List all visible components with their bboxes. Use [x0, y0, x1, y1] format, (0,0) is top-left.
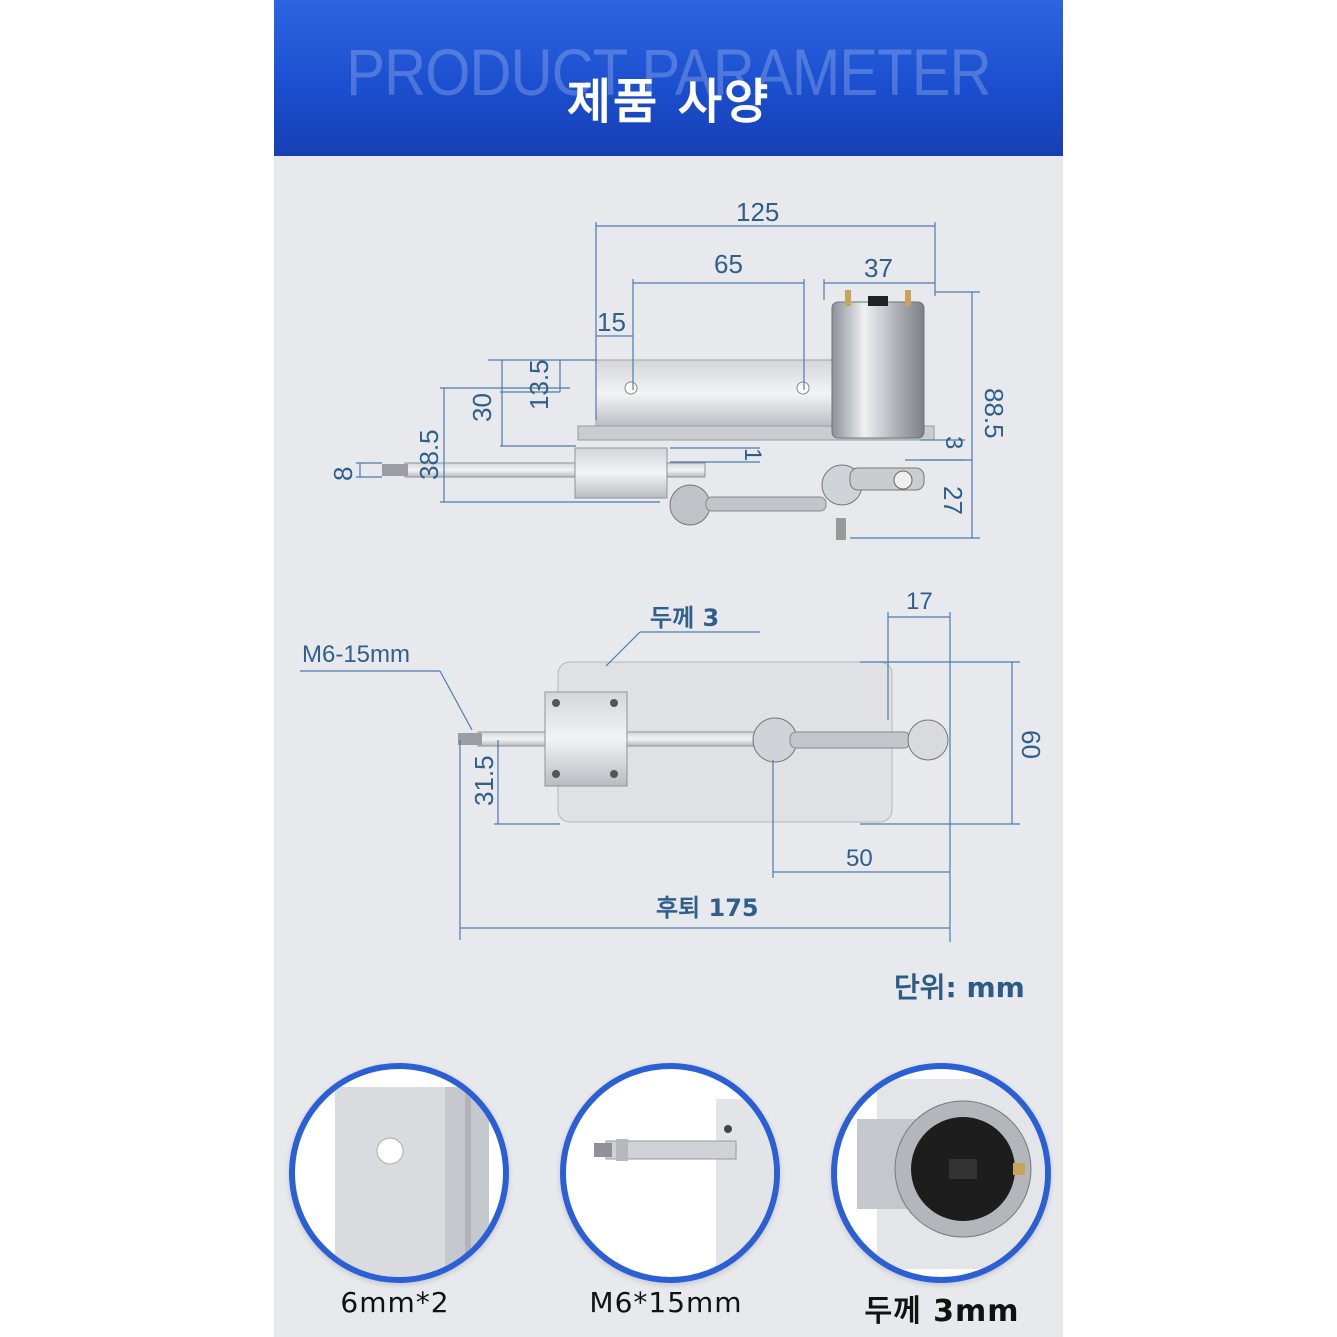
bracket-hole-icon	[376, 1137, 404, 1165]
top-view-drawing: 두께 3 M6-15mm 17 60 31.5 50 후퇴 175	[300, 588, 1046, 942]
crank-end-top	[907, 719, 949, 761]
dim-arm-50: 50	[846, 845, 873, 872]
dim-mid-length: 65	[714, 249, 743, 279]
dim-hole-height: 13.5	[524, 359, 554, 410]
top-dimension-lines	[300, 612, 1020, 942]
dim-stroke: 후퇴 175	[656, 894, 759, 922]
caption-hole: 6mm*2	[340, 1286, 450, 1319]
motor-terminal	[845, 290, 851, 306]
crank-arm	[849, 467, 925, 491]
dim-thickness: 두께 3	[650, 604, 719, 632]
dim-total-length: 125	[736, 197, 779, 227]
dim-bracket-height: 30	[467, 393, 497, 422]
rod-top	[477, 731, 801, 747]
detail-circle-rod	[560, 1063, 780, 1283]
dim-plate: 3	[940, 436, 967, 449]
banner-title: 제품 사양	[566, 74, 771, 130]
dim-rod-height: 38.5	[414, 429, 444, 480]
rod-thread-top	[458, 733, 482, 745]
motor-cap	[868, 296, 888, 306]
dimension-lines	[356, 222, 980, 539]
detail-circle-bracket	[289, 1063, 509, 1283]
dim-hole-offset: 15	[597, 307, 626, 337]
dim-offset-17: 17	[906, 588, 933, 615]
crank-pin	[836, 518, 846, 540]
caption-thread: M6*15mm	[589, 1286, 743, 1319]
motor-body	[831, 301, 925, 439]
crank-screw	[893, 470, 913, 490]
bracket-hole	[796, 381, 810, 395]
side-view-drawing: 125 65 37 15 13.5 30 38.5 8 1 3 88.5 27	[328, 197, 1009, 540]
product-spec-panel: PRODUCT PARAMETER 제품 사양	[274, 0, 1063, 1337]
dim-rod-diameter: 8	[328, 467, 358, 481]
dim-thread: M6-15mm	[302, 641, 410, 668]
rod-thread	[382, 464, 408, 476]
detail-circle-motor	[831, 1063, 1051, 1283]
header-banner: PRODUCT PARAMETER 제품 사양	[274, 0, 1063, 156]
caption-thickness: 두께 3mm	[864, 1294, 1020, 1329]
dim-width-60: 60	[1016, 730, 1046, 759]
dim-arm-drop: 27	[938, 486, 968, 515]
dim-overall-height: 88.5	[979, 388, 1009, 439]
unit-label: 단위: mm	[894, 971, 1025, 1004]
dim-motor-width: 37	[864, 253, 893, 283]
bracket-plate	[595, 359, 835, 429]
dim-gap: 1	[739, 448, 766, 461]
dim-rod-offset: 31.5	[469, 755, 499, 806]
threaded-rod-icon	[724, 1125, 732, 1133]
bracket-hole	[624, 381, 638, 395]
link-rod	[705, 496, 827, 512]
motor-terminal	[905, 290, 911, 306]
banner-ghost-text: PRODUCT PARAMETER	[346, 35, 991, 109]
guide-block	[574, 447, 668, 499]
link-top	[789, 731, 911, 749]
ball-joint	[669, 484, 711, 526]
